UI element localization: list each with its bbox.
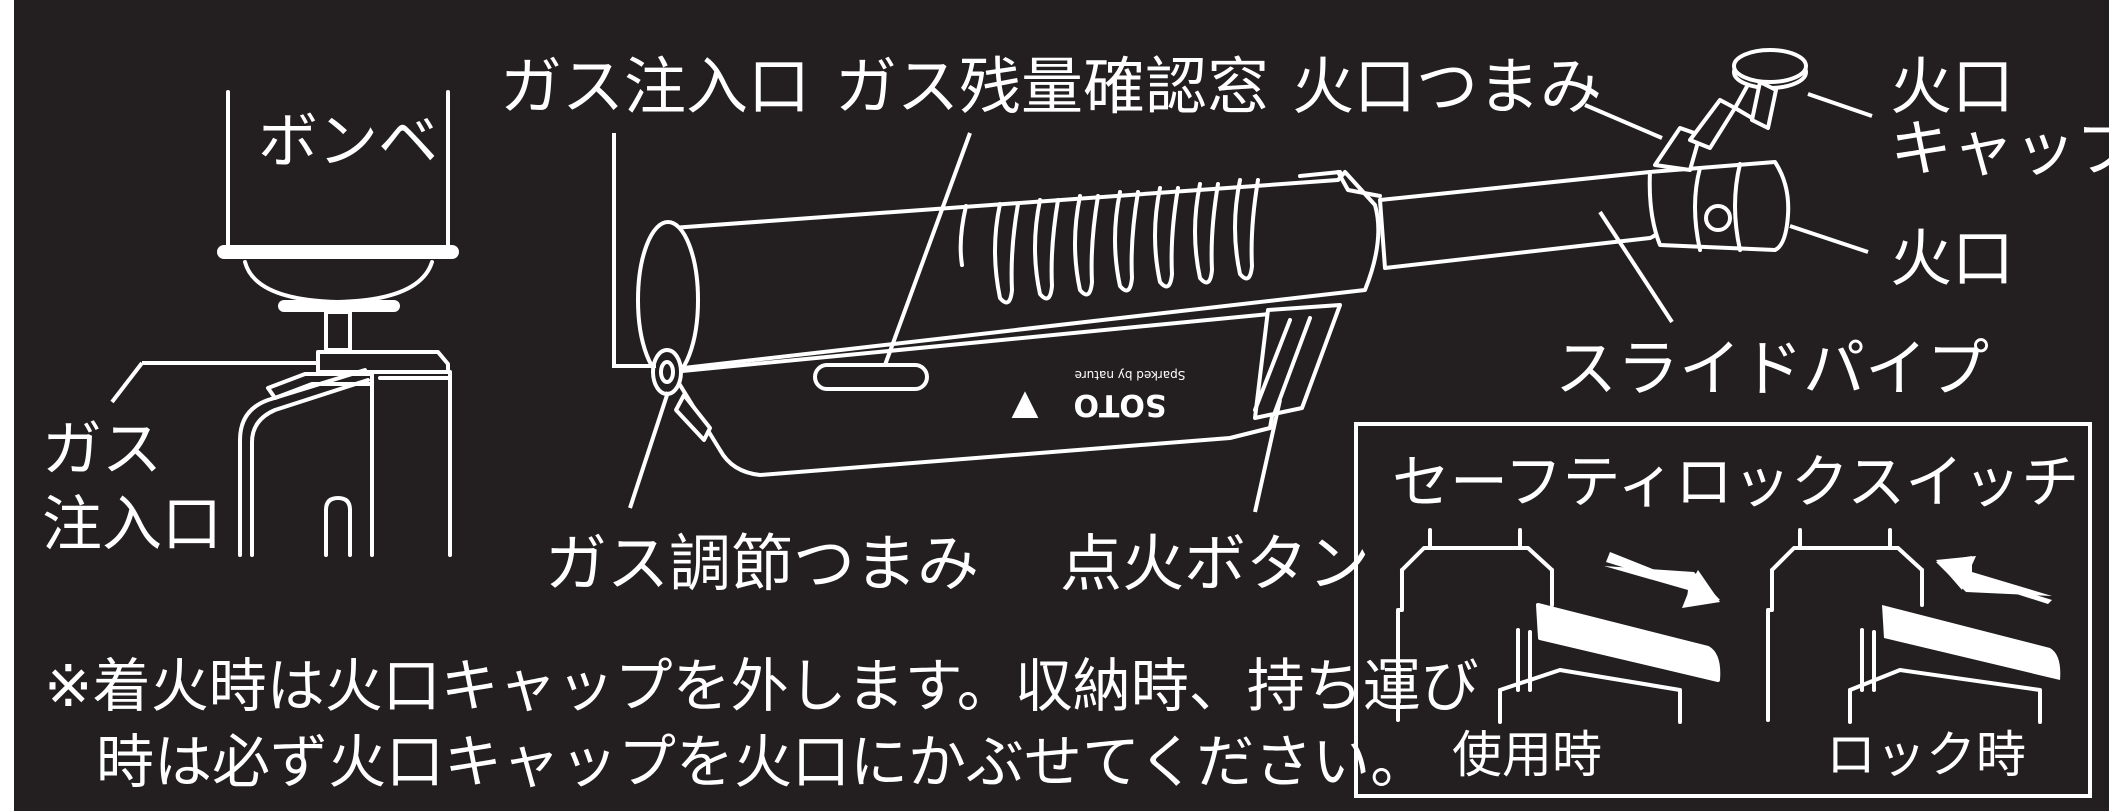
gas-inlet-left-label-line2: 注入口: [42, 490, 222, 560]
canister-label: ボンベ: [258, 107, 438, 177]
lighter-illustration: SOTO Sparked by nature: [636, 48, 1808, 477]
safety-lock-title: セーフティロックスイッチ: [1392, 448, 2079, 516]
brand-logo: SOTO: [1073, 387, 1166, 422]
gas-adjust-knob-label: ガス調節つまみ: [545, 527, 979, 600]
slide-pipe-label: スライドパイプ: [1555, 332, 1989, 405]
brand-tagline: Sparked by nature: [1075, 368, 1186, 382]
gas-window-label: ガス残量確認窓: [835, 50, 1269, 123]
gas-inlet-left-label-line1: ガス: [42, 415, 162, 485]
ignition-button-label: 点火ボタン: [1060, 527, 1370, 600]
burner-cap-label-line1: 火口: [1890, 50, 2014, 123]
safety-lock-box: セーフティロックスイッチ 使用時 ロック時: [1354, 422, 2092, 798]
safety-lock-in-use-label: 使用時: [1452, 726, 1602, 784]
canister-illustration: [110, 90, 459, 557]
leader-lines: [612, 92, 1873, 513]
gas-inlet-top-label: ガス注入口: [500, 50, 810, 123]
burner-knob-label: 火口つまみ: [1292, 50, 1602, 123]
burner-cap-label-line2: キャップ: [1890, 112, 2109, 185]
safety-lock-locked-figure: [1766, 528, 2061, 724]
burner-label: 火口: [1890, 222, 2014, 295]
safety-lock-locked-label: ロック時: [1826, 726, 2026, 784]
note-line2: 時は必ず火口キャップを火口にかぶせてください。: [96, 728, 1428, 796]
safety-lock-in-use-figure: [1396, 528, 1721, 724]
note-line1: ※着火時は火口キャップを外します。収納時、持ち運び: [44, 652, 1479, 720]
